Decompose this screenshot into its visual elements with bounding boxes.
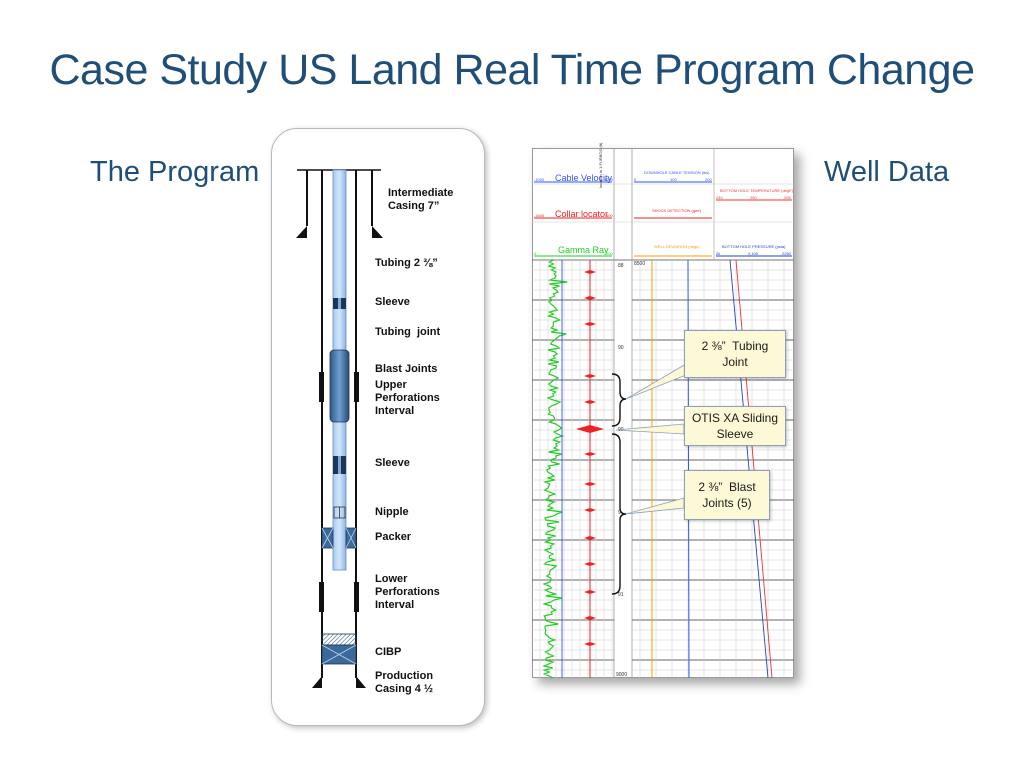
tension-max: 200 [705,177,712,182]
production-shoe-right [356,676,366,688]
cv-min: -1000 [534,177,545,182]
casing-shoe-left [296,226,307,238]
cable-tension-curve [687,259,690,678]
label-blast-joints: Blast Joints [375,363,438,375]
collar-spike [584,296,596,300]
label-upper-perfs: Upper Perforations Interval [375,379,440,417]
log-frame [532,148,794,678]
leader-sliding-sleeve [615,423,685,435]
label-production-casing: Production Casing 4 ½ [375,670,434,695]
upper-perf-right [354,372,359,402]
label-nipple: Nipple [375,506,409,518]
temp-min: 240 [716,195,723,200]
callout-tubing-joint-text: 2 ⅜” Tubing Joint [701,339,769,369]
packer-right-x2 [345,527,357,549]
hdr-gamma-ray: Gamma Ray [558,245,609,255]
temp-mid: 250 [750,195,757,200]
collar-spike [584,562,596,566]
depth-label-5: 91 [618,592,624,598]
upper-sleeve-cut [338,298,341,309]
collar-spike [584,590,596,594]
production-shoe-left [312,676,322,688]
temp-max: 255 [784,195,791,200]
callout-tubing-joint: 2 ⅜” Tubing Joint [684,330,786,378]
gamma-ray-curve [542,259,568,678]
program-heading: The Program [90,156,260,188]
depth-bottom: 9000 [616,672,628,678]
callout-sliding-sleeve: OTIS XA Sliding Sleeve [684,406,786,446]
casing-shoe-right [372,226,383,238]
hdr-cable-velocity: Cable Velocity [555,173,613,183]
label-lower-perfs: Lower Perforations Interval [375,573,440,611]
label-upper-sleeve: Sleeve [375,296,410,308]
cv-max: 1000 [604,177,613,182]
press-max: 2250 [782,251,791,256]
collar-spike [584,482,596,486]
temperature-curve [735,259,773,678]
hdr-shock-detection: SHOCK DETECTION (gee) [652,208,701,213]
collar-spike [584,642,596,646]
collar-spike [584,322,596,326]
press-min: 2k [716,251,721,256]
slide-title: Case Study US Land Real Time Program Cha… [49,46,975,94]
callout-blast-joints: 2 ⅜” Blast Joints (5) [684,470,770,520]
callout-sliding-sleeve-text: OTIS XA Sliding Sleeve [691,411,779,441]
ccl-max: 600 [606,213,613,218]
blast-joint [329,349,350,423]
collar-spike [584,616,596,620]
depth-label-2: 90 [618,345,624,351]
pressure-curve [729,259,769,678]
collar-spike [584,536,596,540]
well-data-heading: Well Data [824,156,950,188]
lower-perf-left [319,582,324,612]
label-tubing: Tubing 2 ⅜” [375,257,438,269]
press-mid: 2,100 [748,251,759,256]
gr-min: 0 [534,251,537,256]
hdr-bh-pressure: BOTTOM HOLE PRESSURE (psia) [722,244,786,249]
tension-mid: 100 [670,177,677,182]
collar-spike [584,400,596,404]
hdr-cable-tension: DOWNHOLE CABLE TENSION (lbs) [644,170,710,175]
lower-sleeve-cut [338,456,341,474]
bracket-blast-joints [611,433,627,595]
collar-spike [584,270,596,274]
leader-tubing-joint [625,363,687,400]
depth-label-1: 88 [618,263,624,269]
packer-left-x2 [321,527,334,549]
label-packer: Packer [375,531,412,543]
label-tubing-joint: Tubing joint [375,326,441,338]
label-cibp: CIBP [375,646,402,658]
collar-spike [584,508,596,512]
hdr-bh-temperature: BOTTOM HOLE TEMPERATURE (degF) [720,188,793,193]
depth-label-4: 9 [618,510,621,516]
cibp-x2 [321,644,357,665]
collar-spike [584,452,596,456]
hdr-collar-locator: Collar locator [555,209,609,219]
leader-blast-joints [625,497,685,515]
collar-spike [584,374,596,378]
ccl-min: -1600 [534,213,545,218]
upper-perf-left [319,372,324,402]
callout-blast-joints-text: 2 ⅜” Blast Joints (5) [698,480,756,510]
label-lower-sleeve: Sleeve [375,457,410,469]
depth-top: 8500 [634,261,646,267]
tension-min: 0 [634,177,637,182]
gr-max: 200 [606,251,613,256]
log-curves [542,259,773,678]
label-intermediate-casing: Intermediate Casing 7” [388,187,454,212]
lower-perf-right [354,582,359,612]
collar-spike-large [576,425,604,433]
bracket-tubing-joint [611,373,627,427]
hdr-well-deviation: WELL DEVIATION (degs) [654,244,700,249]
